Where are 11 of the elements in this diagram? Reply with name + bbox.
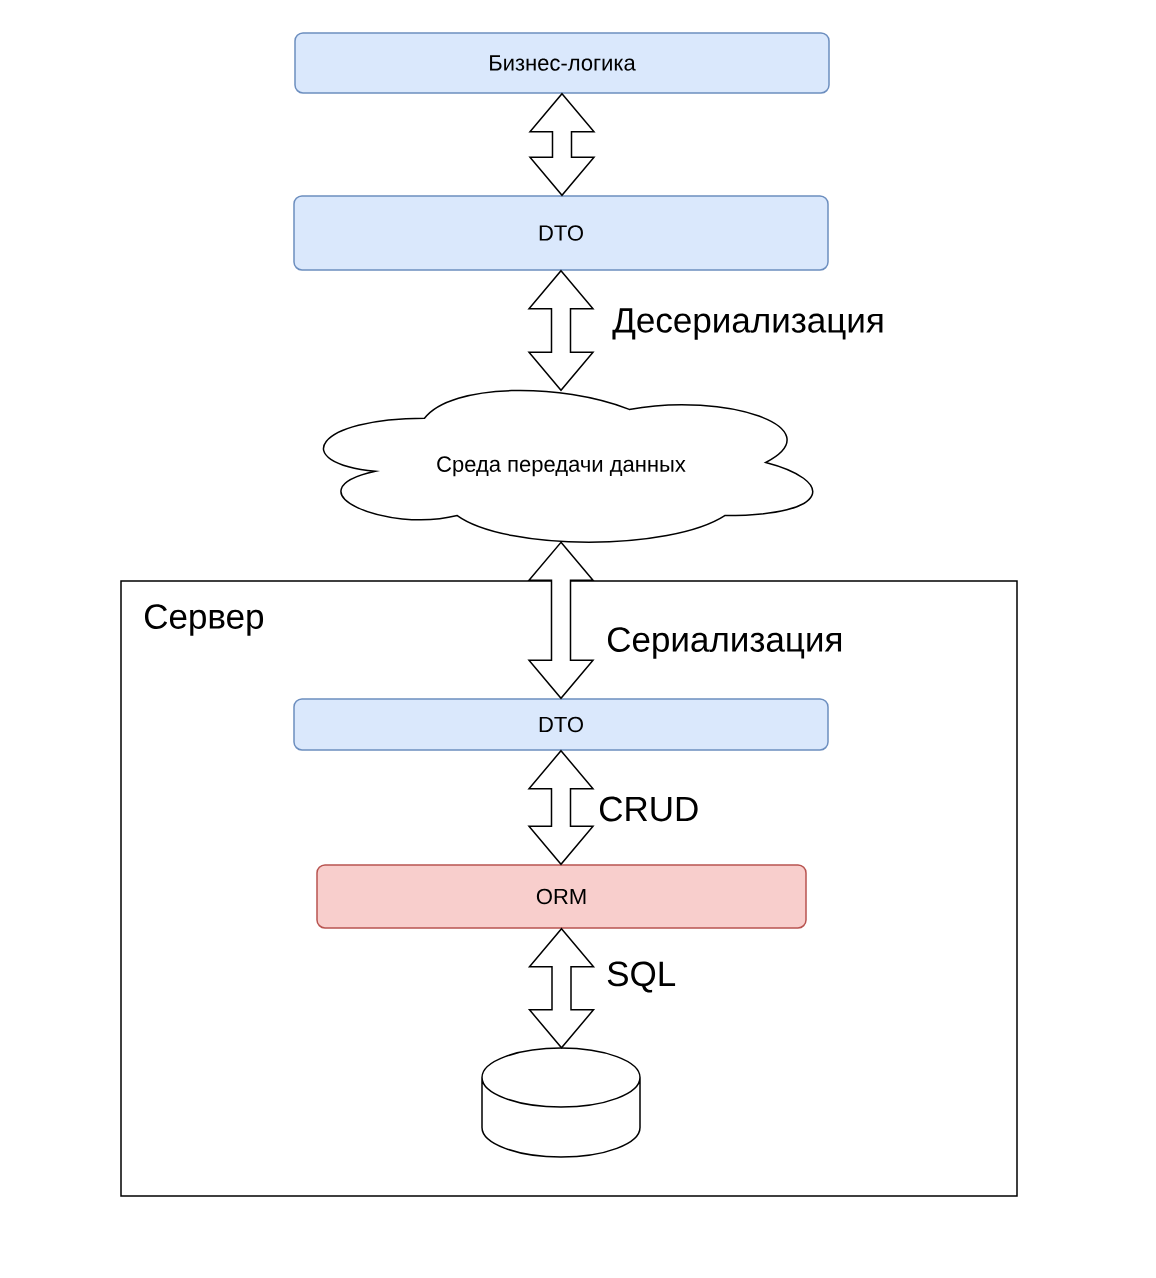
cloud: Среда передачи данных (322, 389, 814, 543)
layer-box: DTO (293, 195, 829, 271)
edge-label: CRUD (599, 796, 698, 822)
layer-box: DTO (293, 698, 829, 751)
edge-label: Сериализация (607, 627, 841, 659)
layer-box: ORM (316, 864, 807, 929)
edge-label: Десериализация (612, 308, 883, 340)
layer-box: Бизнес-логика (294, 32, 830, 94)
database-cylinder (481, 1047, 641, 1158)
double-arrow (527, 541, 595, 700)
edge-label: SQL (607, 961, 676, 993)
